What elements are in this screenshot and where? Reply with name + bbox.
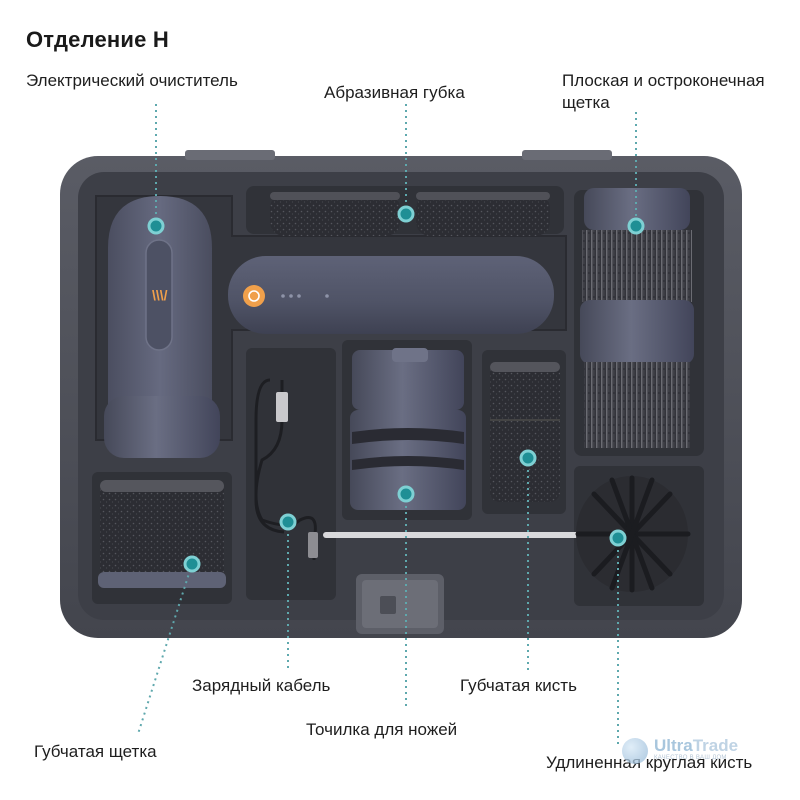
svg-text:\\\/: \\\/	[152, 287, 168, 303]
label-abrasive-sponge: Абразивная губка	[324, 83, 465, 102]
marker-round-brush	[609, 529, 627, 547]
abrasive-sponges	[270, 192, 550, 236]
case-lid-tab-right	[522, 150, 612, 160]
power-button	[243, 285, 265, 307]
marker-electric-cleaner	[147, 217, 165, 235]
case-lid-tab-left	[185, 150, 275, 160]
marker-charging-cable	[279, 513, 297, 531]
watermark-brand: UltraTrade	[654, 736, 739, 755]
page-title: Отделение H	[26, 27, 169, 52]
globe-icon	[622, 738, 648, 764]
label-knife-sharpener: Точилка для ножей	[306, 720, 458, 739]
sponge-brush-left	[98, 480, 226, 588]
marker-sponge-brush-right	[519, 449, 537, 467]
electric-cleaner-device: \\\/	[104, 196, 554, 458]
label-electric-cleaner: Электрический очиститель	[26, 71, 238, 90]
callout-lines	[137, 104, 637, 744]
callout-markers	[147, 205, 645, 573]
label-flat-pointed-brush-line1: Плоская и остроконечная	[562, 71, 765, 90]
label-flat-pointed-brush-line2: щетка	[562, 93, 610, 112]
sponge-brush-right	[490, 362, 560, 502]
label-charging-cable: Зарядный кабель	[192, 676, 331, 695]
knife-sharpener	[350, 348, 466, 510]
case-latch-inner	[362, 580, 438, 628]
marker-flat-brush	[627, 217, 645, 235]
case-latch-slot	[380, 596, 396, 614]
marker-knife-sharpener	[397, 485, 415, 503]
cable-connector-top	[276, 392, 288, 422]
long-round-brush	[575, 475, 691, 593]
cable-connector-bottom	[308, 532, 318, 558]
flat-pointed-brush	[580, 188, 694, 448]
charging-cable	[254, 378, 317, 560]
marker-abrasive-sponge	[397, 205, 415, 223]
watermark-tagline: КАЧЕСТВО В ВАШ ДОМ	[654, 755, 727, 761]
watermark-logo: UltraTrade КАЧЕСТВО В ВАШ ДОМ	[618, 736, 778, 766]
label-sponge-brush-left: Губчатая щетка	[34, 742, 157, 761]
label-sponge-brush-right: Губчатая кисть	[460, 676, 577, 695]
marker-sponge-brush-left	[183, 555, 201, 573]
label-long-round-brush: Удлиненная круглая кисть	[546, 753, 753, 772]
